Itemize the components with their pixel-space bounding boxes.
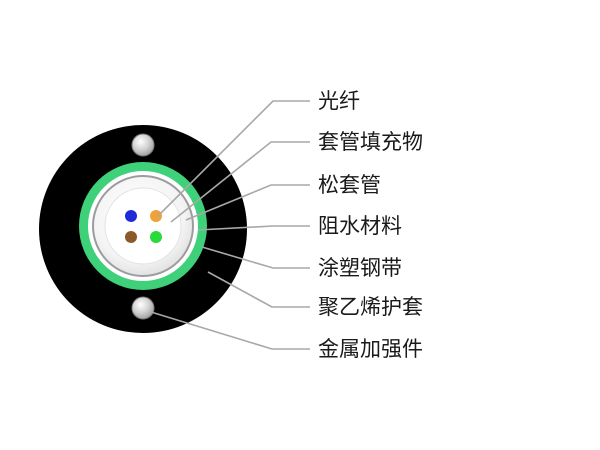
- leader-lines: [150, 100, 310, 350]
- bottom-metal-strength-member: [131, 296, 155, 320]
- callout-labels: 光纤 套管填充物 松套管 阻水材料 涂塑钢带 聚乙烯护套 金属加强件: [318, 89, 423, 361]
- top-metal-strength-member: [131, 133, 155, 157]
- leader-line-strength-member: [150, 311, 310, 350]
- label-fiber: 光纤: [318, 89, 360, 113]
- leader-line-pe-sheath: [207, 271, 310, 308]
- label-pe-sheath: 聚乙烯护套: [318, 295, 423, 319]
- label-tube-filler: 套管填充物: [318, 130, 423, 154]
- tube-filler: [104, 187, 182, 265]
- fiber-orange: [150, 210, 162, 222]
- leader-line-water-blocking: [197, 225, 310, 231]
- fiber-brown: [125, 231, 137, 243]
- leader-line-tube-filler: [170, 141, 310, 223]
- fiber-blue: [125, 210, 137, 222]
- label-loose-tube: 松套管: [318, 173, 381, 197]
- cable-cross-section: [39, 125, 247, 333]
- leader-line-loose-tube: [185, 184, 310, 221]
- label-metal-strength-member: 金属加强件: [318, 337, 423, 361]
- label-water-blocking: 阻水材料: [318, 214, 402, 238]
- leader-line-fiber: [157, 100, 310, 217]
- fiber-green: [150, 231, 162, 243]
- label-coated-steel-tape: 涂塑钢带: [318, 256, 402, 280]
- leader-line-steel-tape: [201, 246, 310, 269]
